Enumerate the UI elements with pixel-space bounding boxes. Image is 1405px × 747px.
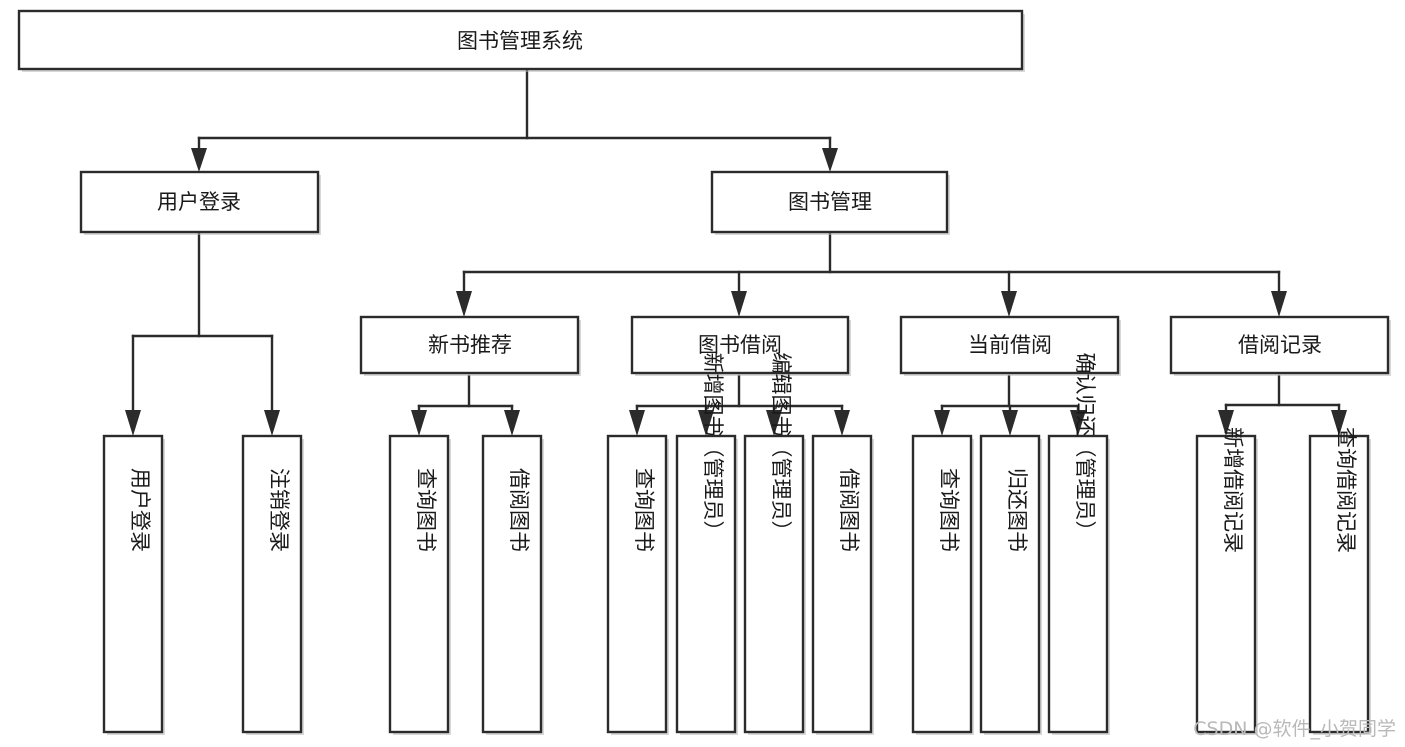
node-leaf-2[interactable]: 注销登录 [241,434,304,735]
node-leaf-7-box[interactable] [743,434,805,734]
node-leaf-13-box[interactable] [1308,434,1370,734]
node-leaf-12-label: 新增借阅记录 [1221,427,1245,553]
node-leaf-3[interactable]: 查询图书 [388,434,451,735]
node-borrow-label: 图书借阅 [698,333,782,357]
node-root-label: 图书管理系统 [457,29,583,53]
node-leaf-13[interactable]: 查询借阅记录 [1308,427,1371,735]
node-leaf-3-label: 查询图书 [414,468,438,552]
node-leaf-5-label: 查询图书 [632,468,656,552]
node-current-label: 当前借阅 [968,333,1052,357]
csdn-watermark: CSDN @软件_小贺同学 [1193,718,1396,740]
node-root[interactable]: 图书管理系统 [17,9,1025,72]
node-leaf-13-label: 查询借阅记录 [1334,427,1358,553]
node-bookmgmt-box[interactable] [710,170,949,234]
arrow-head-leaf-8 [834,410,850,436]
node-leaf-4-box[interactable] [481,434,543,734]
node-leaf-6-label: 新增图书（管理员） [701,353,725,542]
node-leaf-11-box[interactable] [1047,434,1109,734]
node-leaf-6-box[interactable] [675,434,737,734]
node-leaf-10-label: 归还图书 [1005,468,1029,552]
node-borrow[interactable]: 图书借阅 [630,315,851,376]
node-leaf-1-box[interactable] [102,434,164,734]
node-leaf-6[interactable]: 新增图书（管理员） [675,353,738,736]
arrow-head-leaf-2 [264,410,280,436]
node-leaf-10[interactable]: 归还图书 [979,434,1042,735]
node-leaf-8-box[interactable] [811,434,873,734]
node-login-box[interactable] [79,170,320,234]
node-root-box[interactable] [17,9,1024,71]
arrow-head-record [1271,291,1287,317]
arrow-head-leaf-9 [934,410,950,436]
arrow-head-leaf-3 [411,410,427,436]
node-current-box[interactable] [899,315,1120,375]
node-leaf-1[interactable]: 用户登录 [102,434,165,735]
arrow-head-leaf-10 [1002,410,1018,436]
node-login-label: 用户登录 [157,190,241,214]
arrow-head-leaf-6 [698,410,714,436]
node-borrow-box[interactable] [630,315,850,375]
node-leaf-3-box[interactable] [388,434,450,734]
arrow-head-bookmgmt [822,148,838,172]
node-leaf-9-box[interactable] [911,434,973,734]
node-leaf-7-label: 编辑图书（管理员） [769,353,793,542]
node-current[interactable]: 当前借阅 [899,315,1121,376]
node-leaf-12[interactable]: 新增借阅记录 [1195,427,1258,735]
node-leaf-8-label: 借阅图书 [837,468,861,552]
node-leaf-4-label: 借阅图书 [507,468,531,552]
node-record[interactable]: 借阅记录 [1169,315,1391,376]
node-record-label: 借阅记录 [1238,333,1322,357]
node-bookmgmt-label: 图书管理 [788,190,872,214]
node-leaf-11[interactable]: 确认归还（管理员） [1047,353,1110,736]
arrow-head-leaf-1 [125,410,141,436]
node-login[interactable]: 用户登录 [79,170,321,235]
node-record-box[interactable] [1169,315,1390,375]
arrow-head-leaf-13 [1331,410,1347,436]
node-newbook[interactable]: 新书推荐 [359,315,581,376]
node-leaf-9-label: 查询图书 [937,468,961,552]
node-leaf-8[interactable]: 借阅图书 [811,434,874,735]
node-leaf-2-box[interactable] [241,434,303,734]
node-leaf-4[interactable]: 借阅图书 [481,434,544,735]
arrow-head-login [191,148,207,172]
arrow-head-current [1001,291,1017,317]
node-leaf-7[interactable]: 编辑图书（管理员） [743,353,806,736]
node-leaf-10-box[interactable] [979,434,1041,734]
arrow-head-leaf-4 [504,410,520,436]
arrow-head-leaf-7 [766,410,782,436]
arrow-head-leaf-5 [629,410,645,436]
arrow-head-leaf-11 [1070,410,1086,436]
node-bookmgmt[interactable]: 图书管理 [710,170,950,235]
node-newbook-label: 新书推荐 [428,333,512,357]
node-newbook-box[interactable] [359,315,580,375]
node-leaf-5-box[interactable] [606,434,668,734]
arrow-head-borrow [731,291,747,317]
arrow-head-leaf-12 [1218,410,1234,436]
node-leaf-11-label: 确认归还（管理员） [1073,353,1097,542]
node-leaf-1-label: 用户登录 [128,468,152,552]
connector-group [125,68,1347,436]
arrow-head-newbook [456,291,472,317]
node-leaf-5[interactable]: 查询图书 [606,434,669,735]
node-leaf-9[interactable]: 查询图书 [911,434,974,735]
node-leaf-2-label: 注销登录 [267,468,291,552]
node-leaf-12-box[interactable] [1195,434,1257,734]
